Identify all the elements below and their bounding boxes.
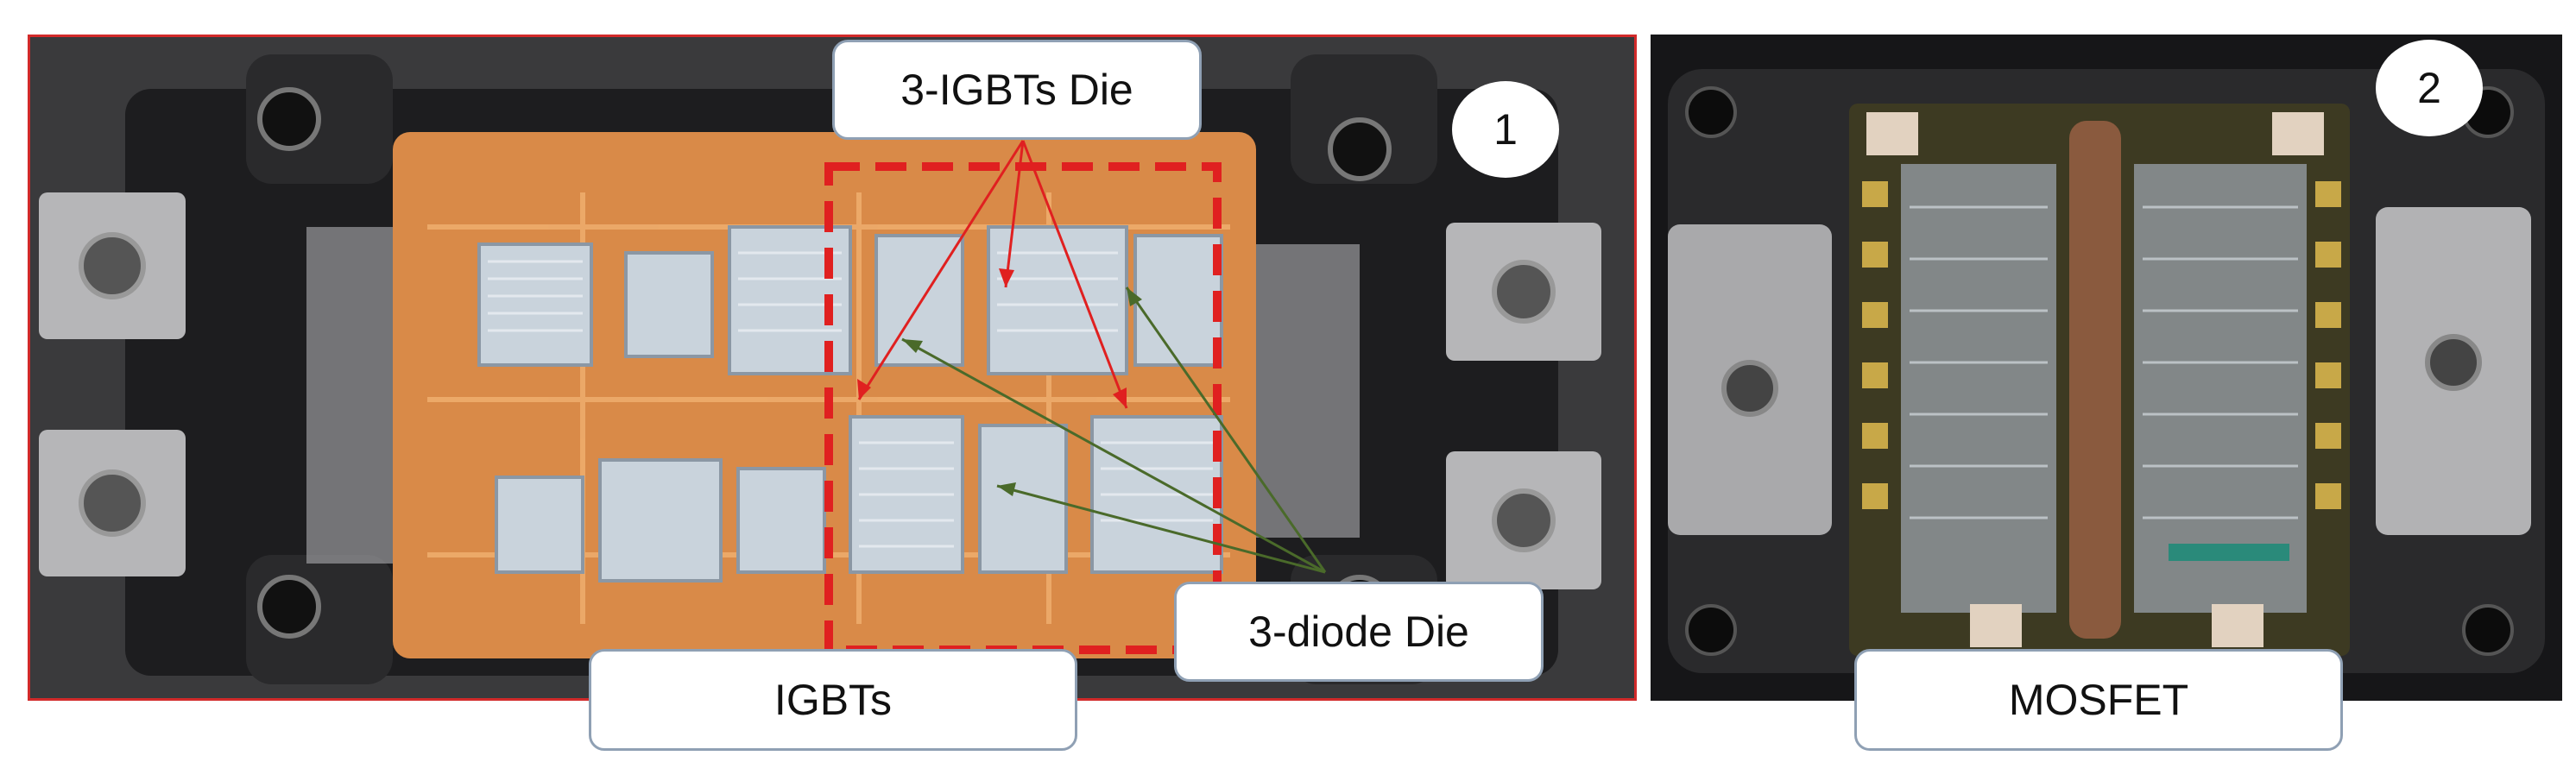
mosfet-die-region [2134,164,2307,613]
panel-1-caption-text: IGBTs [773,676,893,724]
diode-arrows [901,287,1327,574]
diode-die-label: 3-diode Die [1248,608,1469,656]
dashed-selection-box [824,162,1222,654]
die-row-top [477,225,1223,375]
panel-1-caption: IGBTs [589,649,1077,751]
igbt-arrows [857,140,1128,409]
igbt-die-label: 3-IGBTs Die [900,66,1133,114]
panel-2-caption: MOSFET [1854,649,2343,751]
igbt-die-callout: 3-IGBTs Die [832,40,1202,140]
panel-2-number: 2 [2417,64,2441,112]
center-strap [2069,121,2121,639]
panel-2-caption-text: MOSFET [2008,676,2189,724]
panel-2-number-badge: 2 [2376,40,2483,136]
mosfet-die-region [1901,164,2056,613]
diode-die-callout: 3-diode Die [1174,582,1544,682]
mosfet-module-photo [1651,35,2562,701]
mosfet-module-image [1651,35,2562,701]
panel-1-number-badge: 1 [1452,81,1559,178]
panel-1-number: 1 [1493,105,1518,154]
